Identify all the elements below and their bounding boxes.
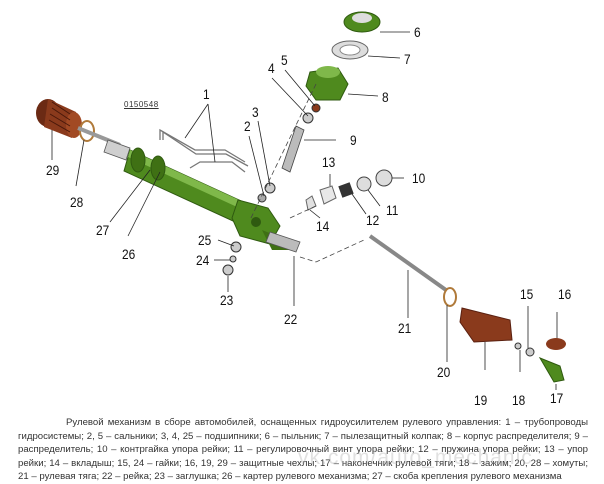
tie-rod-end-17 (538, 356, 565, 383)
adjusting-screw-11 (356, 176, 372, 192)
label-25: 25 (198, 232, 212, 248)
tie-rod-joint-left (103, 139, 131, 161)
label-22: 22 (284, 311, 298, 327)
label-6: 6 (414, 24, 421, 40)
label-16: 16 (558, 286, 572, 302)
label-26: 26 (122, 246, 136, 262)
bearing-4 (302, 112, 314, 124)
clip-18 (514, 342, 522, 350)
nut-25 (230, 241, 242, 253)
distributor-housing-8 (305, 66, 349, 101)
plug-23 (222, 264, 234, 276)
distributor-9 (281, 125, 305, 173)
label-18: 18 (512, 392, 526, 408)
assembly-line-2 (299, 239, 365, 263)
label-10: 10 (412, 170, 426, 186)
boot-16 (546, 338, 566, 350)
caption-text: Рулевой механизм в сборе автомобилей, ос… (18, 417, 588, 483)
steering-rack-exploded-diagram (36, 11, 566, 390)
label-9: 9 (350, 132, 357, 148)
label-21: 21 (398, 320, 412, 336)
tie-rod-21 (368, 234, 448, 292)
boot-19 (459, 307, 513, 343)
label-19: 19 (474, 392, 488, 408)
leader-lines (51, 31, 558, 390)
locknut-10 (375, 169, 393, 187)
assembly-line-1 (249, 83, 317, 221)
label-8: 8 (382, 89, 389, 105)
insert-14 (305, 195, 317, 211)
label-3: 3 (252, 104, 259, 120)
clamp-20 (443, 287, 457, 307)
label-20: 20 (437, 364, 451, 380)
dust-cap-7 (331, 40, 369, 60)
boot-29 (36, 99, 82, 138)
bearing-3 (264, 182, 276, 194)
label-27: 27 (96, 222, 110, 238)
label-14: 14 (316, 218, 330, 234)
label-7: 7 (404, 51, 411, 67)
label-12: 12 (366, 212, 380, 228)
seal-5 (311, 103, 321, 113)
label-13: 13 (322, 154, 336, 170)
spring-12 (338, 182, 354, 198)
label-2: 2 (244, 118, 251, 134)
label-1: 1 (203, 86, 210, 102)
label-24: 24 (196, 252, 210, 268)
watermark: vk.com/auto_mechanic (298, 446, 533, 469)
nut-24 (229, 255, 237, 263)
label-23: 23 (220, 292, 234, 308)
dust-boot-6 (343, 11, 381, 33)
clamp-28 (79, 120, 95, 142)
assembly-line-3 (289, 205, 317, 219)
label-15: 15 (520, 286, 534, 302)
label-4: 4 (268, 60, 275, 76)
hydraulic-pipes-1 (159, 128, 249, 173)
rack-stop-13 (319, 185, 337, 205)
label-28: 28 (70, 194, 84, 210)
drawing-stamp-code: 0150548 (124, 100, 159, 109)
figure-caption: Рулевой механизм в сборе автомобилей, ос… (18, 416, 588, 484)
label-17: 17 (550, 390, 564, 406)
label-5: 5 (281, 52, 288, 68)
rack-22 (265, 231, 301, 253)
label-29: 29 (46, 162, 60, 178)
nut-15 (525, 347, 535, 357)
rack-housing-26 (123, 147, 290, 250)
label-11: 11 (386, 202, 399, 218)
